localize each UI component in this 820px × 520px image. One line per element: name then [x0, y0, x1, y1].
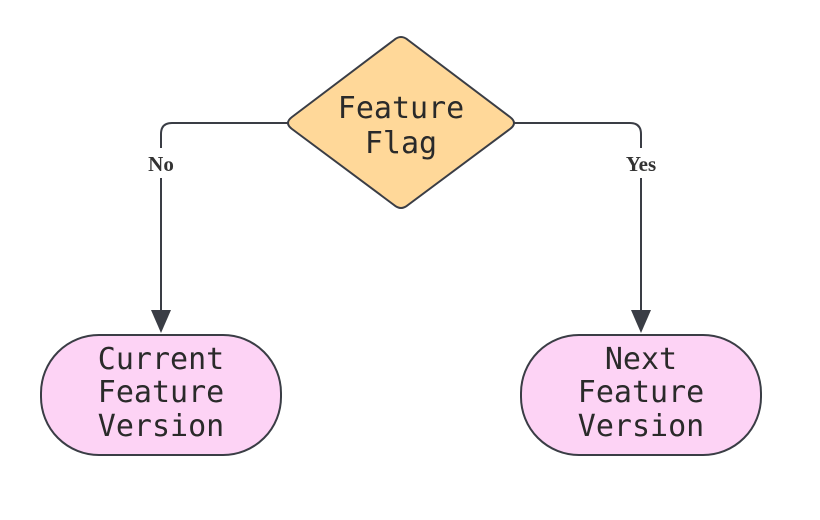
current-feature-version-node [40, 334, 282, 456]
feature-flag-decision-node [287, 36, 515, 209]
decision-label-line-1: Feature [338, 91, 464, 126]
no-branch-arrowhead [151, 310, 171, 333]
yes-branch-arrowhead [631, 310, 651, 333]
current-node-line-1: Current [98, 342, 224, 377]
yes-edge-label: Yes [626, 152, 656, 176]
current-node-line-3: Version [98, 409, 224, 444]
next-node-line-1: Next [605, 342, 677, 377]
next-node-line-2: Feature [578, 375, 704, 410]
yes-branch-connector [514, 122, 642, 312]
next-feature-version-node [520, 334, 762, 456]
decision-label-line-2: Flag [365, 126, 437, 161]
no-label-background [142, 148, 180, 178]
current-node-line-2: Feature [98, 375, 224, 410]
yes-label-background [618, 148, 664, 178]
no-edge-label: No [148, 152, 174, 176]
no-branch-connector [160, 122, 288, 312]
next-node-line-3: Version [578, 409, 704, 444]
